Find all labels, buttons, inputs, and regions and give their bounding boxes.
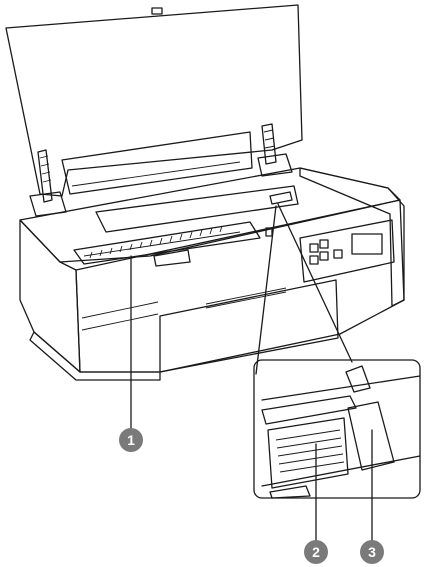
callout-2: 2 xyxy=(304,540,328,564)
printer-lid xyxy=(6,5,302,196)
printer-body xyxy=(20,168,404,380)
print-head-area xyxy=(74,186,298,266)
lid-support-left xyxy=(30,150,66,216)
ink-cartridge-cover xyxy=(348,402,394,470)
callout-3: 3 xyxy=(360,540,384,564)
callout-3-label: 3 xyxy=(368,544,376,560)
zoom-inset xyxy=(254,360,420,498)
callout-1-label: 1 xyxy=(127,432,135,448)
callout-2-label: 2 xyxy=(312,544,320,560)
lid-support-right xyxy=(258,124,292,176)
control-buttons xyxy=(310,240,342,264)
control-panel xyxy=(300,220,394,282)
callout-1: 1 xyxy=(119,428,143,452)
